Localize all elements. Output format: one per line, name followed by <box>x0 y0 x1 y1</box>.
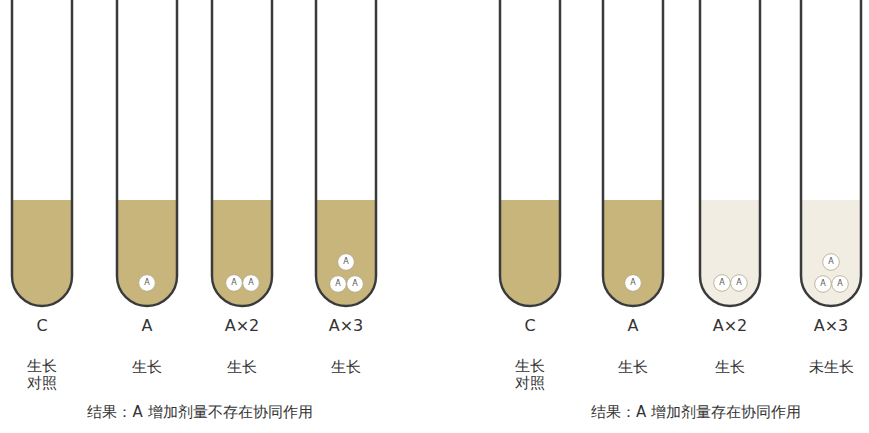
tube-label: A×2 <box>713 316 748 335</box>
growth-status: 生长 <box>331 358 361 376</box>
tube-label: A <box>142 316 153 335</box>
tube-label: A <box>628 316 639 335</box>
disc-label: A <box>822 253 840 271</box>
disc-label: A <box>730 274 748 292</box>
antibiotic-disc: A <box>814 275 832 293</box>
test-tube <box>117 0 177 306</box>
test-tube <box>801 0 861 306</box>
disc-label: A <box>346 275 364 293</box>
growth-status: 未生长 <box>809 358 854 376</box>
culture-medium <box>118 200 176 305</box>
tube-label: A×2 <box>225 316 260 335</box>
test-tube <box>700 0 760 306</box>
growth-status: 生长 对照 <box>26 358 58 393</box>
antibiotic-disc: A <box>730 274 748 292</box>
antibiotic-disc: A <box>624 274 642 292</box>
tube-label: C <box>524 316 535 335</box>
culture-medium <box>604 200 662 305</box>
disc-label: A <box>814 275 832 293</box>
result-note: 结果：A 增加剂量存在协同作用 <box>591 403 801 421</box>
test-tube <box>500 0 560 306</box>
growth-status: 生长 对照 <box>514 358 546 393</box>
test-tube <box>12 0 72 306</box>
growth-status: 生长 <box>227 358 257 376</box>
tube-label: A×3 <box>329 316 364 335</box>
culture-medium <box>317 200 375 305</box>
antibiotic-disc: A <box>138 274 156 292</box>
tube-label: A×3 <box>814 316 849 335</box>
antibiotic-disc: A <box>337 253 355 271</box>
tube-label: C <box>36 316 47 335</box>
antibiotic-disc: A <box>831 275 849 293</box>
antibiotic-disc: A <box>329 275 347 293</box>
growth-status: 生长 <box>618 358 648 376</box>
disc-label: A <box>329 275 347 293</box>
culture-medium <box>501 200 559 305</box>
growth-status: 生长 <box>132 358 162 376</box>
culture-medium <box>701 200 759 305</box>
disc-label: A <box>225 274 243 292</box>
disc-label: A <box>624 274 642 292</box>
disc-label: A <box>831 275 849 293</box>
disc-label: A <box>138 274 156 292</box>
test-tube <box>316 0 376 306</box>
disc-label: A <box>242 274 260 292</box>
antibiotic-disc: A <box>822 253 840 271</box>
culture-medium <box>802 200 860 305</box>
antibiotic-disc: A <box>713 274 731 292</box>
antibiotic-disc: A <box>346 275 364 293</box>
test-tube <box>212 0 272 306</box>
test-tube <box>603 0 663 306</box>
antibiotic-disc: A <box>225 274 243 292</box>
disc-label: A <box>713 274 731 292</box>
disc-label: A <box>337 253 355 271</box>
culture-medium <box>213 200 271 305</box>
growth-status: 生长 <box>715 358 745 376</box>
culture-medium <box>13 200 71 305</box>
result-note: 结果：A 增加剂量不存在协同作用 <box>87 403 312 421</box>
antibiotic-disc: A <box>242 274 260 292</box>
